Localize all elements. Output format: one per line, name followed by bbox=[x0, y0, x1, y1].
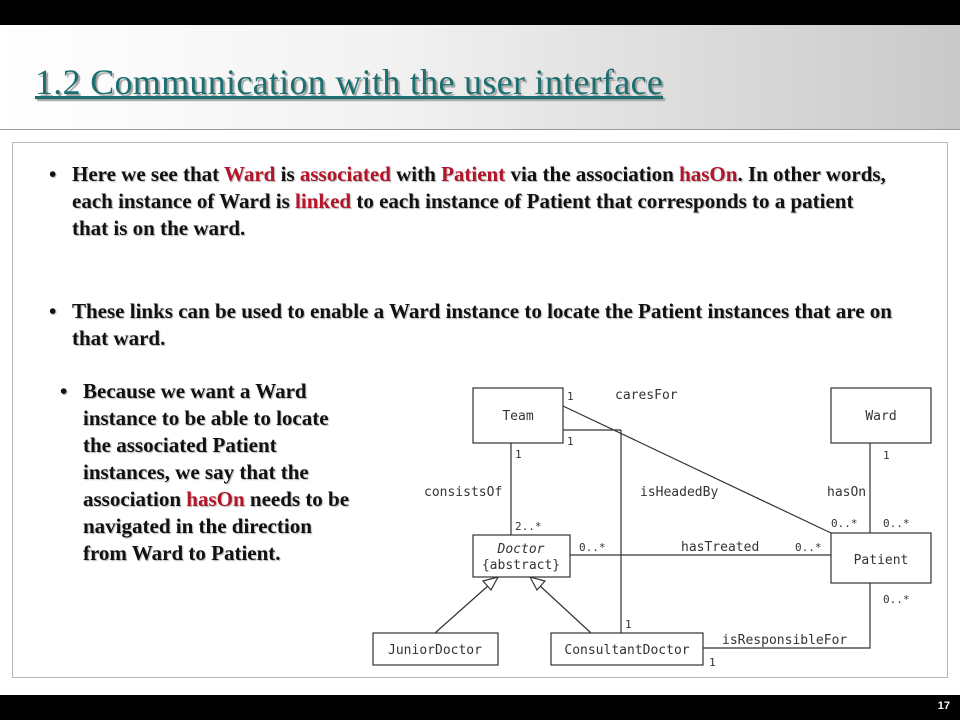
mult-team-caresfor: 1 bbox=[567, 390, 574, 403]
highlighted-term: Ward bbox=[224, 162, 276, 186]
bullet-text: Here we see that Ward is associated with… bbox=[72, 162, 886, 240]
bullet-text: These links can be used to enable a Ward… bbox=[72, 299, 892, 350]
assoc-hason-label: hasOn bbox=[827, 485, 866, 500]
class-juniordoctor-box bbox=[372, 632, 499, 666]
class-team-box bbox=[472, 387, 564, 444]
slide-header: 1.2 Communication with the user interfac… bbox=[0, 25, 960, 130]
class-ward-box bbox=[830, 387, 932, 444]
mult-patient-responsible: 0..* bbox=[883, 593, 910, 606]
bullet-marker: • bbox=[49, 162, 57, 186]
bullet-navigation-direction: • Because we want a Ward instance to be … bbox=[60, 378, 353, 567]
bullet-links-locate: • These links can be used to enable a Wa… bbox=[49, 298, 892, 352]
junior-generalization-arrowhead bbox=[481, 576, 500, 592]
caresfor-line bbox=[562, 405, 832, 534]
text-segment: needs to be navigated in the direction f… bbox=[83, 487, 350, 565]
mult-patient-hason: 0..* bbox=[883, 517, 910, 530]
uml-class-diagram: Team Ward Doctor {abstract} Patient Juni… bbox=[365, 383, 941, 678]
consultant-generalization-line bbox=[538, 584, 592, 634]
class-patient-label: Patient bbox=[854, 553, 909, 568]
class-doctor-stereotype: {abstract} bbox=[482, 558, 560, 573]
class-doctor-box bbox=[472, 534, 571, 578]
mult-patient-treated: 0..* bbox=[795, 541, 822, 554]
uml-diagram-svg: Team Ward Doctor {abstract} Patient Juni… bbox=[372, 387, 932, 669]
slide: 1.2 Communication with the user interfac… bbox=[0, 25, 960, 695]
bullet-marker: • bbox=[49, 299, 57, 323]
page-number: 17 bbox=[937, 700, 950, 712]
mult-ward-hason: 1 bbox=[883, 449, 890, 462]
content-box: • Here we see that Ward is associated wi… bbox=[12, 142, 948, 678]
text-segment: via the association bbox=[505, 162, 680, 186]
highlighted-term: hasOn bbox=[679, 162, 738, 186]
assoc-caresfor-label: caresFor bbox=[615, 388, 678, 403]
highlighted-term: linked bbox=[295, 189, 352, 213]
assoc-consistsof-label: consistsOf bbox=[424, 485, 502, 500]
highlighted-term: Patient bbox=[441, 162, 506, 186]
mult-patient-caresfor: 0..* bbox=[831, 517, 858, 530]
bullet-marker: • bbox=[60, 379, 68, 403]
mult-team-headed: 1 bbox=[567, 435, 574, 448]
class-juniordoctor-label: JuniorDoctor bbox=[388, 643, 482, 658]
mult-team-consists: 1 bbox=[515, 448, 522, 461]
text-segment: These links can be used to enable a Ward… bbox=[72, 299, 892, 350]
mult-consultant-headed: 1 bbox=[625, 618, 632, 631]
text-segment: with bbox=[390, 162, 442, 186]
highlighted-term: hasOn bbox=[186, 487, 245, 511]
class-patient-box bbox=[830, 532, 932, 584]
bullet-text: Because we want a Ward instance to be ab… bbox=[83, 379, 349, 565]
assoc-isheadedby-label: isHeadedBy bbox=[640, 485, 718, 500]
consultant-generalization-arrowhead bbox=[528, 576, 547, 592]
text-segment: . In other words, each instance of Ward … bbox=[72, 162, 886, 213]
isresponsiblefor-line bbox=[703, 583, 871, 649]
text-segment: is bbox=[275, 162, 300, 186]
text-segment: Here we see that bbox=[72, 162, 225, 186]
assoc-hastreated-label: hasTreated bbox=[681, 540, 759, 555]
slide-title: 1.2 Communication with the user interfac… bbox=[35, 62, 664, 102]
junior-generalization-line bbox=[434, 584, 490, 634]
text-segment: Because we want a Ward instance to be ab… bbox=[83, 379, 329, 511]
mult-consultant-responsible: 1 bbox=[709, 656, 716, 669]
class-consultantdoctor-label: ConsultantDoctor bbox=[564, 643, 689, 658]
class-doctor-label: Doctor bbox=[497, 542, 545, 557]
text-segment: to each instance of Patient that corresp… bbox=[72, 189, 854, 240]
class-consultantdoctor-box bbox=[550, 632, 704, 666]
mult-doctor-treated: 0..* bbox=[579, 541, 606, 554]
bullet-ward-patient-association: • Here we see that Ward is associated wi… bbox=[49, 161, 892, 242]
class-team-label: Team bbox=[502, 409, 533, 424]
class-ward-label: Ward bbox=[865, 409, 896, 424]
highlighted-term: associated bbox=[299, 162, 391, 186]
mult-doctor-consists: 2..* bbox=[515, 520, 542, 533]
assoc-isresponsiblefor-label: isResponsibleFor bbox=[722, 633, 847, 648]
